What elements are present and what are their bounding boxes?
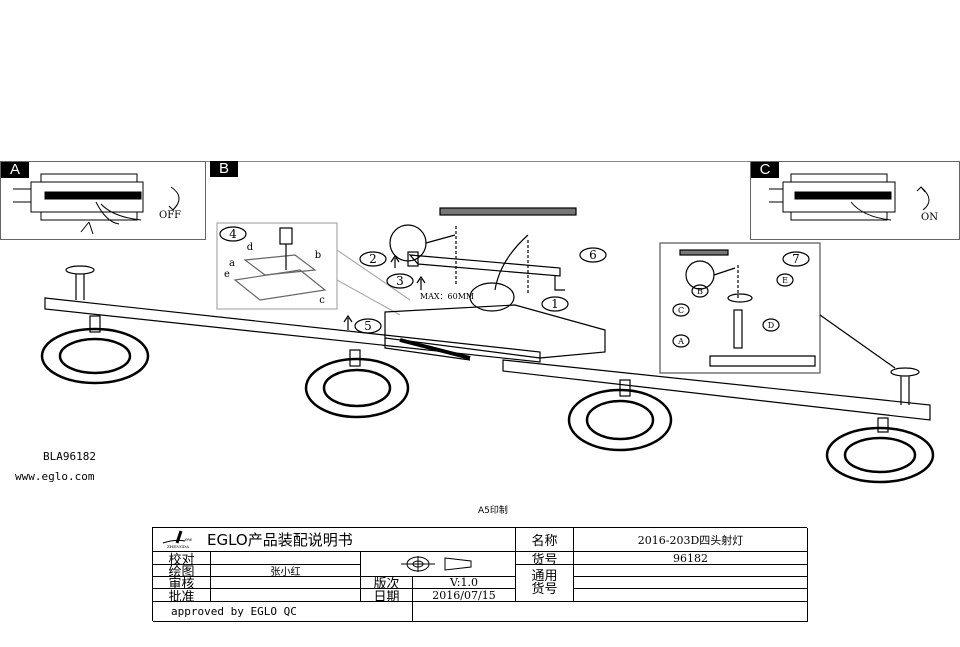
approve-label: 批准 xyxy=(153,589,211,602)
assembly-illustration: 1 2 3 4 5 6 7 a b c d e A B C D E MAX：60… xyxy=(40,207,935,484)
sub-step-d: d xyxy=(247,242,254,253)
common-value-3 xyxy=(574,589,808,602)
proofread-label: 校对 xyxy=(153,552,211,565)
approved-note: approved by EGLO QC xyxy=(153,602,413,622)
spotlight-head-1 xyxy=(40,315,150,385)
sub-step-c: c xyxy=(319,295,325,306)
p7-step-a: A xyxy=(677,337,684,346)
step-2-label: 2 xyxy=(369,252,377,266)
review-label: 审核 xyxy=(153,577,211,589)
step7-detail-box xyxy=(659,242,821,374)
notes-cell xyxy=(413,602,808,622)
spotlight-head-3 xyxy=(567,379,673,452)
p7-step-e: E xyxy=(782,276,788,285)
step-3-label: 3 xyxy=(396,274,404,288)
top-divider xyxy=(0,161,960,162)
svg-text:ZHENGDA: ZHENGDA xyxy=(167,544,189,549)
panel-c-on-text: ON xyxy=(921,212,938,223)
review-value xyxy=(211,577,361,589)
ceiling-hatch xyxy=(439,207,577,216)
spotlight-head-4 xyxy=(825,417,935,484)
p7-step-b: B xyxy=(697,287,703,296)
step-1-label: 1 xyxy=(551,297,559,311)
step-4-label: 4 xyxy=(229,227,237,241)
sub-step-b: b xyxy=(315,250,321,261)
track-bar-left xyxy=(44,297,541,363)
panel-a-off-text: OFF xyxy=(159,210,182,221)
max-length-note: MAX：60MM xyxy=(420,292,474,301)
spotlight-head-2 xyxy=(304,349,410,419)
print-note: A5印制 xyxy=(478,506,508,516)
p7-step-c: C xyxy=(678,306,684,315)
item-no-label: 货号 xyxy=(516,552,574,565)
circuit-breaker-on-illustration xyxy=(769,173,930,221)
approve-value xyxy=(211,589,361,602)
drawing-label: 绘图 xyxy=(153,565,211,577)
common-value-2 xyxy=(574,577,808,589)
sub-step-e: e xyxy=(224,269,230,280)
common-label-1: 通用 xyxy=(531,569,558,584)
name-value: 2016-203D四头射灯 xyxy=(574,528,808,552)
track-bar-right xyxy=(502,359,931,421)
drawing-value: 张小红 xyxy=(211,565,361,577)
version-value: V:1.0 xyxy=(413,577,516,589)
proofread-value xyxy=(211,552,361,565)
step-6-label: 6 xyxy=(589,248,597,262)
step-7-label: 7 xyxy=(792,252,800,266)
website: www.eglo.com xyxy=(15,470,95,483)
date-label: 日期 xyxy=(361,589,413,602)
projection-symbol xyxy=(361,552,516,577)
model-code: BLA96182 xyxy=(43,450,96,463)
version-label: 版次 xyxy=(361,577,413,589)
panel-c-label: C xyxy=(751,162,779,178)
name-label: 名称 xyxy=(516,528,574,552)
svg-text:ew: ew xyxy=(185,537,193,543)
sub-step-a: a xyxy=(229,258,235,269)
document-title: EGLO产品装配说明书 xyxy=(207,531,353,549)
common-item-label: 通用 货号 xyxy=(516,565,574,602)
circuit-breaker-off-illustration xyxy=(13,173,180,235)
step-5-label: 5 xyxy=(364,319,372,333)
common-value-1 xyxy=(574,565,808,577)
third-angle-projection-icon xyxy=(401,556,472,572)
date-value: 2016/07/15 xyxy=(413,589,516,602)
step4-detail-box xyxy=(216,222,338,310)
panel-a-label: A xyxy=(1,162,29,178)
panel-a-switch-off: A OFF xyxy=(0,161,206,240)
common-label-2: 货号 xyxy=(531,582,558,597)
item-no-value: 96182 xyxy=(574,552,808,565)
p7-step-d: D xyxy=(768,321,774,330)
panel-b-label: B xyxy=(210,161,238,177)
